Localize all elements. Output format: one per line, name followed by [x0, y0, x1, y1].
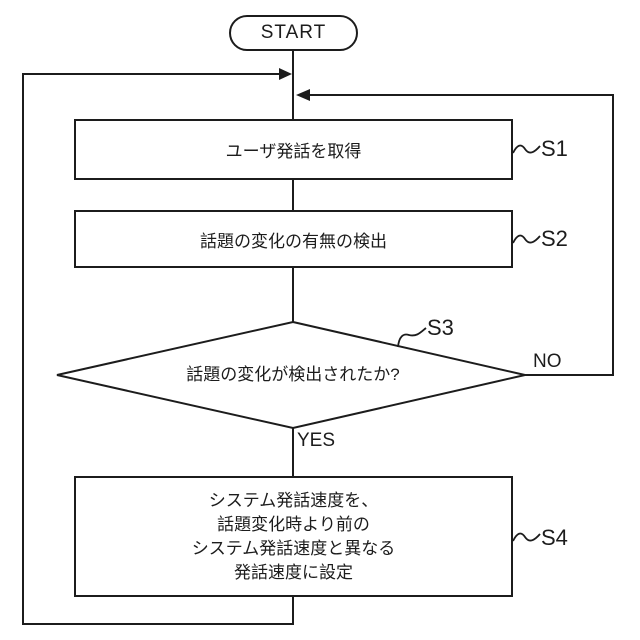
process-box-s1-text: ユーザ発話を取得: [225, 142, 362, 161]
process-box-s2: 話題の変化の有無の検出: [74, 210, 513, 268]
process-box-s4-line1: システム発話速度を、: [208, 490, 379, 510]
loop-s4-return: [22, 73, 294, 625]
step-label-s4: S4: [541, 525, 568, 550]
start-terminal-label: START: [260, 22, 327, 43]
step-label-s3: S3: [427, 315, 454, 340]
branch-label-yes: YES: [297, 430, 336, 451]
step-label-s1: S1: [541, 136, 568, 161]
process-box-s4: システム発話速度を、 話題変化時より前の システム発話速度と異なる 発話速度に設…: [74, 476, 513, 597]
decision-diamond-shape: [56, 320, 526, 430]
start-terminal: START: [229, 15, 358, 51]
process-box-s4-line3: システム発話速度と異なる: [191, 538, 396, 558]
decision-s3-text: 話題の変化が検出されたか?: [186, 365, 400, 384]
loop-s3-no-return: [309, 94, 614, 376]
process-box-s4-line4: 発話速度に設定: [234, 562, 353, 582]
leader-squiggle-s1: [512, 144, 541, 154]
leader-squiggle-s2: [512, 234, 541, 244]
process-box-s1: ユーザ発話を取得: [74, 119, 513, 180]
step-label-s2: S2: [541, 226, 568, 251]
arrowhead-right-merge: [296, 89, 310, 101]
leader-squiggle-s3: [397, 327, 427, 348]
process-box-s4-line2: 話題変化時より前の: [217, 514, 370, 534]
leader-squiggle-s4: [512, 532, 541, 542]
branch-label-no: NO: [533, 351, 562, 372]
process-box-s2-text: 話題の変化の有無の検出: [200, 231, 387, 251]
arrowhead-left-merge: [279, 68, 292, 80]
